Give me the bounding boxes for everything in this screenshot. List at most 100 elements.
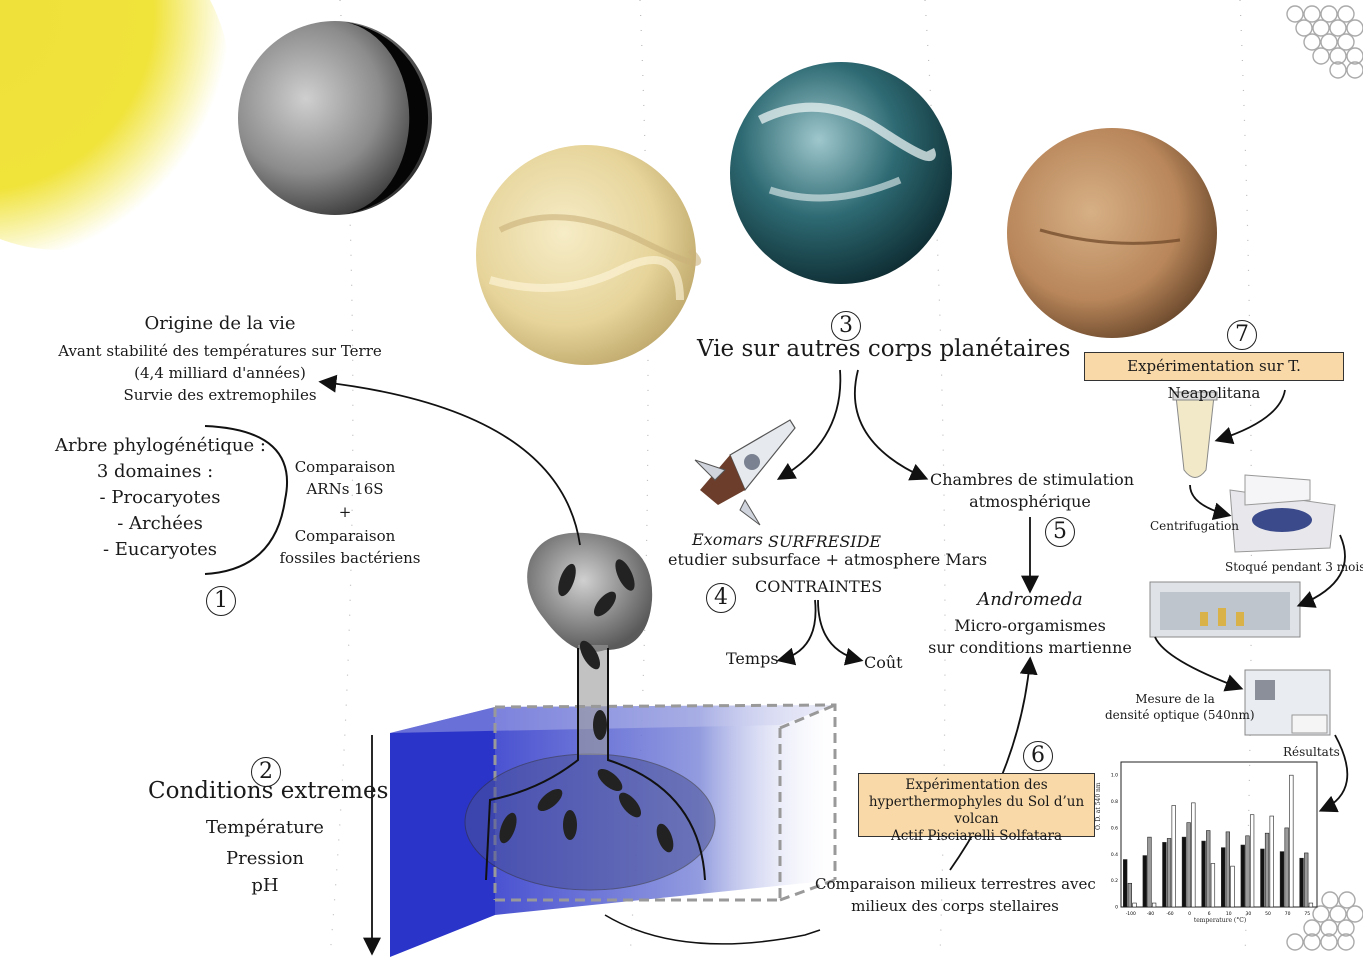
centrifugation-label: Centrifugation	[1150, 520, 1239, 534]
constraints-label: CONTRAINTES	[755, 578, 882, 596]
measure-line-1: Mesure de la	[1110, 693, 1240, 707]
chambers-line-2: atmosphérique	[930, 493, 1130, 511]
other-planets-title: Vie sur autres corps planétaires	[697, 336, 1070, 362]
chart-xtick: -60	[1166, 911, 1173, 917]
step-number-5: 5	[1045, 517, 1075, 547]
chart-bar-10-s3	[1231, 866, 1235, 907]
chart-bar-75-s2	[1304, 853, 1308, 907]
chart-ytick: 1.0	[1111, 773, 1118, 779]
origin-line-3: Survie des extremophiles	[40, 387, 400, 404]
chart-bar--80-s1	[1143, 856, 1147, 907]
chart-bar--80-s3	[1152, 903, 1156, 907]
extreme-conditions-title: Conditions extremes	[148, 778, 388, 804]
chart-bar--100-s3	[1133, 903, 1137, 907]
chambers-line-1: Chambres de stimulation	[930, 471, 1130, 489]
bubble-decoration-bottom	[1287, 892, 1363, 950]
comparison-line-5: fossiles bactériens	[275, 550, 425, 567]
micro-line-2: sur conditions martienne	[920, 639, 1140, 657]
chart-bar-30-s1	[1241, 845, 1245, 907]
origin-line-2: (4,4 milliard d'années)	[40, 365, 400, 382]
comparison-line-3: +	[275, 504, 415, 521]
chart-xtick: 70	[1285, 911, 1291, 917]
condition-ph: pH	[195, 876, 335, 897]
andromeda-label: Andromeda	[930, 590, 1130, 611]
env-comparison-line-2: milieux des corps stellaires	[815, 898, 1095, 915]
micro-line-1: Micro-orgamismes	[920, 617, 1140, 635]
tree-item-1: 3 domaines :	[55, 462, 255, 483]
mission-desc: etudier subsurface + atmosphere Mars	[668, 551, 987, 569]
stored-label: Stoqué pendant 3 mois	[1225, 561, 1363, 575]
chart-bar-30-s2	[1246, 836, 1250, 907]
condition-pressure: Pression	[195, 849, 335, 870]
venus-illustration	[476, 145, 698, 365]
chart-bar-6-s2	[1206, 831, 1210, 907]
chart-bar-10-s2	[1226, 832, 1230, 907]
earth-illustration	[730, 62, 952, 284]
chart-bar-30-s3	[1250, 815, 1254, 907]
chart-bar--100-s2	[1128, 883, 1132, 907]
chart-bar-70-s2	[1285, 828, 1289, 907]
mercury-illustration	[238, 21, 432, 215]
chart-bar-70-s1	[1280, 852, 1284, 907]
chart-ytick: 0.4	[1111, 852, 1118, 858]
condition-temperature: Température	[195, 818, 335, 839]
chart-ytick: 0	[1115, 905, 1118, 911]
chart-ytick: 0.2	[1111, 878, 1118, 884]
rocket-illustration	[695, 420, 795, 525]
chart-bar-0-s1	[1182, 837, 1186, 907]
chart-bar-50-s2	[1265, 833, 1269, 907]
chart-xtick: -100	[1126, 911, 1136, 917]
chart-xtick: 30	[1246, 911, 1252, 917]
neapolitana-box: Expérimentation sur T. Neapolitana	[1084, 352, 1344, 381]
constraint-cost: Coût	[864, 654, 903, 672]
chart-bar-0-s3	[1191, 803, 1195, 907]
chart-bar-6-s1	[1202, 841, 1206, 907]
chart-xtick: 75	[1304, 911, 1310, 917]
chart-ylabel: O. D. at 540 nm	[1096, 782, 1103, 830]
tree-item-2: - Procaryotes	[55, 488, 265, 509]
results-chart: -100-80-6006103050707500.20.40.60.81.0	[1111, 762, 1317, 917]
chart-bar--60-s2	[1167, 838, 1171, 907]
chart-bar-6-s3	[1211, 864, 1215, 908]
chart-bar-75-s3	[1309, 903, 1313, 907]
chart-bar-75-s1	[1300, 858, 1304, 907]
chart-bar--80-s2	[1148, 837, 1152, 907]
chart-xtick: 0	[1188, 911, 1191, 917]
chart-ytick: 0.8	[1111, 799, 1118, 805]
incubator-icon	[1150, 582, 1300, 637]
step-number-6: 6	[1023, 741, 1053, 771]
volcano-box-line-3: Actif Pisciarelli Solfatara	[859, 828, 1094, 845]
chart-bar-70-s3	[1289, 775, 1293, 907]
origin-title: Origine de la vie	[40, 314, 400, 335]
env-comparison-line-1: Comparaison milieux terrestres avec	[815, 876, 1095, 893]
constraint-time: Temps	[726, 650, 779, 668]
chart-bar-0-s2	[1187, 823, 1191, 907]
volcano-experiment-box: Expérimentation des hyperthermophyles du…	[858, 773, 1095, 837]
centrifuge-icon	[1230, 475, 1335, 552]
chart-bar--100-s1	[1123, 860, 1127, 907]
surfreside-label: SURFRESIDE	[768, 533, 881, 551]
results-label: Résultats	[1283, 746, 1340, 760]
chart-xlabel: temperature (°C)	[1170, 918, 1270, 925]
chart-ytick: 0.6	[1111, 825, 1118, 831]
tree-item-3: - Archées	[55, 514, 265, 535]
chart-xtick: 50	[1265, 911, 1271, 917]
comparison-line-2: ARNs 16S	[275, 481, 415, 498]
volcano-box-line-2: hyperthermophyles du Sol d’un volcan	[859, 794, 1094, 828]
tree-title: Arbre phylogénétique :	[55, 436, 255, 457]
exomars-label: Exomars	[692, 531, 763, 549]
mars-illustration	[1007, 128, 1217, 338]
volcano-box-line-1: Expérimentation des	[859, 777, 1094, 794]
step-number-4: 4	[706, 583, 736, 613]
chart-bar--60-s1	[1163, 842, 1167, 907]
comparison-line-1: Comparaison	[275, 459, 415, 476]
spectrophotometer-icon	[1245, 670, 1330, 735]
sun-illustration	[0, 0, 230, 250]
step-number-1: 1	[206, 586, 236, 616]
chart-bar-10-s1	[1221, 848, 1225, 907]
step-number-7: 7	[1227, 320, 1257, 350]
comparison-line-4: Comparaison	[275, 528, 415, 545]
tree-item-4: - Eucaryotes	[55, 540, 265, 561]
measure-line-2: densité optique (540nm)	[1105, 709, 1245, 723]
chart-bar-50-s3	[1270, 816, 1274, 907]
